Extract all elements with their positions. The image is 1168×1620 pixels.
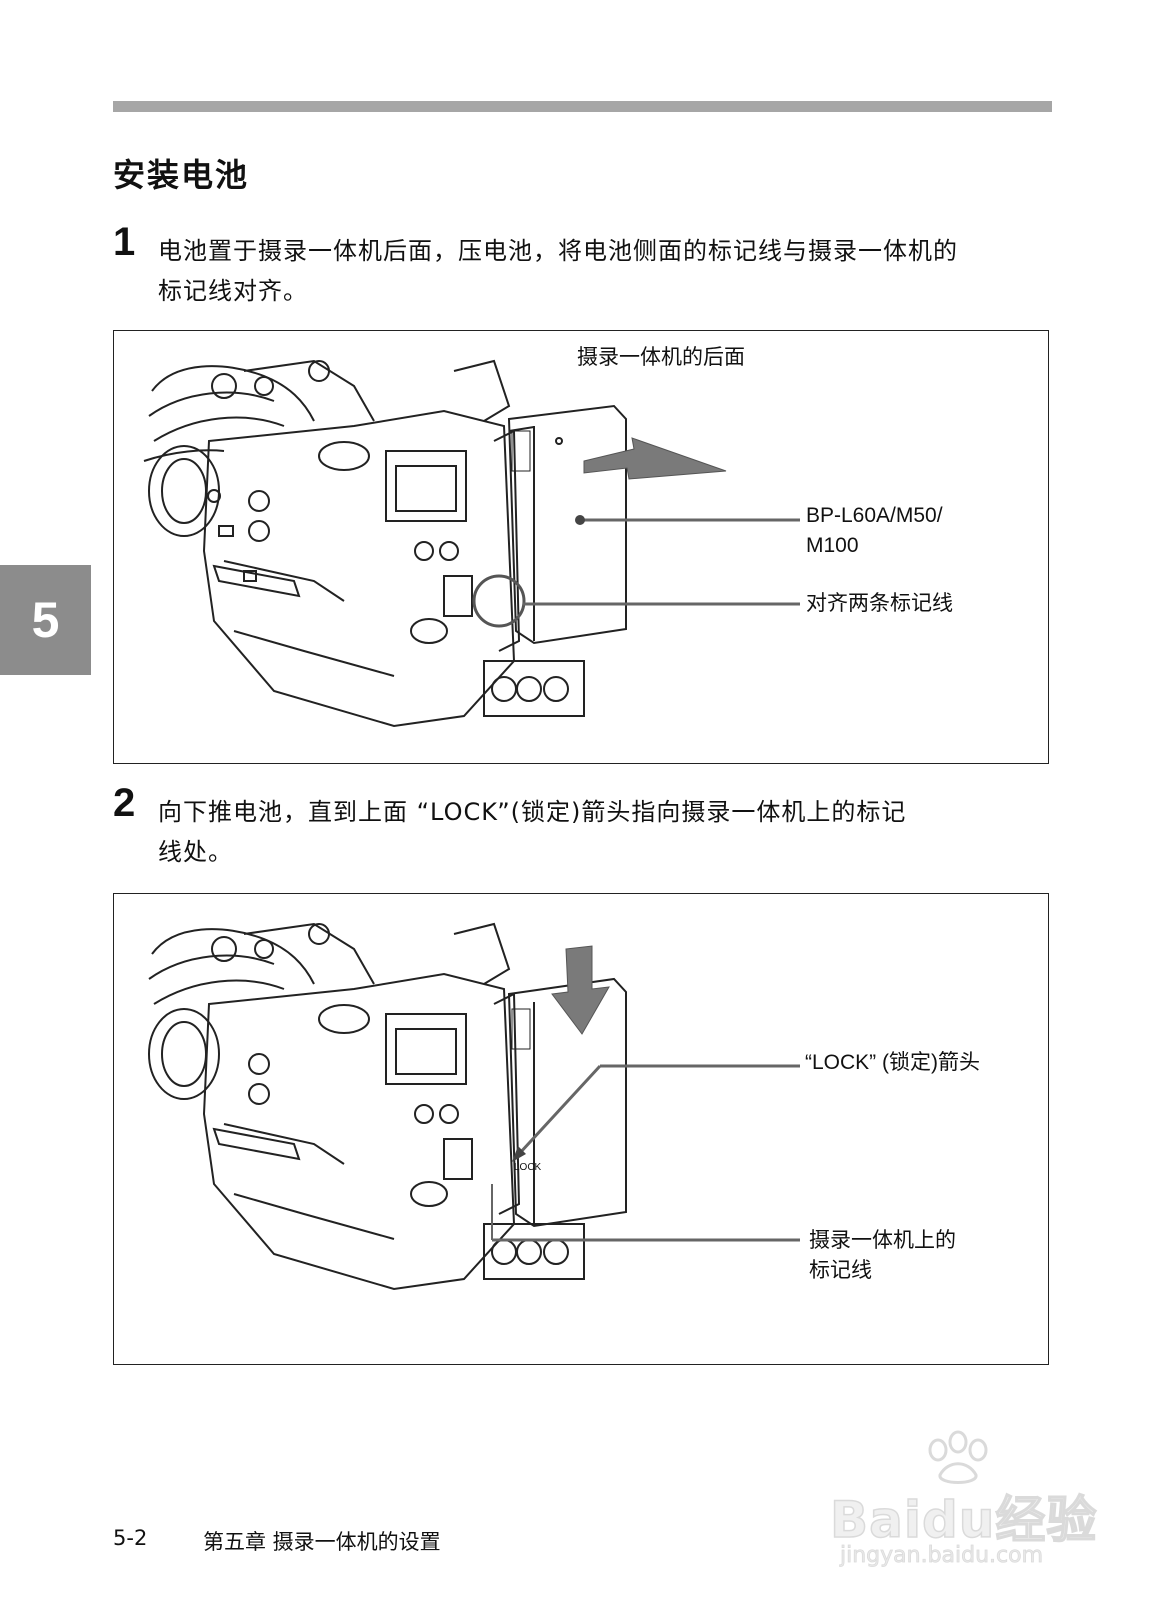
figure-1: 摄录一体机的后面 BP-L60A/M50/ M100 对齐两条标记线 xyxy=(113,330,1049,764)
camcorder-illustration-1 xyxy=(143,359,800,728)
step-1-text: 电池置于摄录一体机后面，压电池，将电池侧面的标记线与摄录一体机的 标记线对齐。 xyxy=(158,231,1058,311)
step-2-line-1: 向下推电池，直到上面 “LOCK”(锁定)箭头指向摄录一体机上的标记 xyxy=(158,798,907,826)
step-1-number: 1 xyxy=(113,220,136,264)
top-rule xyxy=(113,101,1052,112)
label-camcorder-rear: 摄录一体机的后面 xyxy=(577,346,745,369)
label-align-marks: 对齐两条标记线 xyxy=(806,592,953,615)
step-2-number: 2 xyxy=(113,781,136,825)
label-battery-model-line-2: M100 xyxy=(806,534,859,557)
battery-lock-text: LOCK xyxy=(514,1162,542,1173)
step-1-line-1: 电池置于摄录一体机后面，压电池，将电池侧面的标记线与摄录一体机的 xyxy=(158,237,958,265)
section-title: 安装电池 xyxy=(113,156,250,194)
label-lock-arrow: “LOCK” (锁定)箭头 xyxy=(805,1051,980,1074)
footer-page-number: 5-2 xyxy=(113,1526,148,1550)
camcorder-illustration-2: LOCK xyxy=(148,922,800,1291)
figure-2: LOCK “LOCK” (锁定)箭头 摄录一体机上的 标记线 xyxy=(113,893,1049,1365)
footer-chapter-title: 第五章 摄录一体机的设置 xyxy=(203,1530,441,1554)
step-1-line-2: 标记线对齐。 xyxy=(158,277,308,305)
paw-icon xyxy=(928,1430,988,1484)
baidu-watermark: Baidu经验 jingyan.baidu.com xyxy=(829,1430,1120,1570)
watermark-brand: Baidu经验 xyxy=(829,1490,1098,1550)
watermark-url: jingyan.baidu.com xyxy=(840,1543,1044,1569)
label-battery-model-line-1: BP-L60A/M50/ xyxy=(806,504,943,527)
label-camcorder-mark-line-1: 摄录一体机上的 xyxy=(809,1229,956,1252)
step-2-line-2: 线处。 xyxy=(158,838,233,866)
chapter-tab: 5 xyxy=(0,565,91,675)
step-2-text: 向下推电池，直到上面 “LOCK”(锁定)箭头指向摄录一体机上的标记 线处。 xyxy=(158,792,1058,872)
label-camcorder-mark-line-2: 标记线 xyxy=(809,1259,872,1282)
